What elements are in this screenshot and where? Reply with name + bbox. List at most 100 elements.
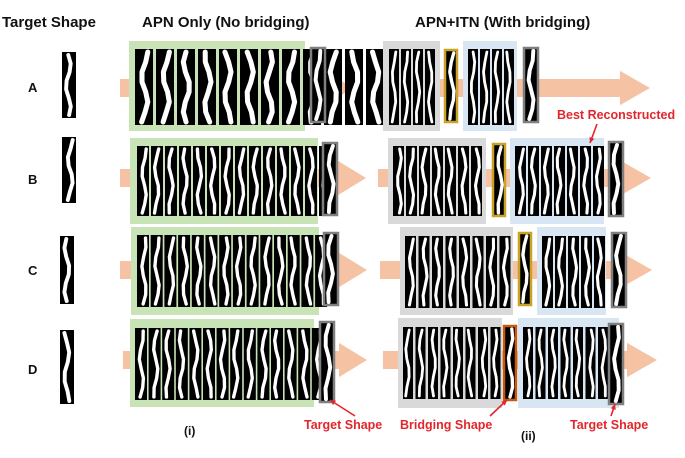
- post-bridge-step-d-5-shape: [574, 328, 581, 398]
- apn-step-a-7: [261, 49, 279, 125]
- pre-bridge-step-b-5-shape: [446, 147, 454, 215]
- apn-step-d-13-shape: [301, 329, 309, 399]
- apn-target-tile-d: [318, 320, 336, 404]
- pre-bridge-step-c-1-shape: [407, 237, 415, 307]
- pre-bridge-step-d-2-shape: [417, 328, 425, 398]
- apn-step-b-7-shape: [223, 147, 231, 215]
- best-reconstructed-label: Best Reconstructed: [557, 108, 676, 122]
- pre-bridge-step-c-5-shape: [461, 237, 469, 307]
- apn-step-d-7-shape: [218, 329, 227, 399]
- row-label-a: A: [28, 80, 38, 95]
- apn-step-c-12-shape: [289, 236, 297, 306]
- post-bridge-step-a-1-shape: [470, 50, 477, 124]
- row-label-c: C: [28, 263, 38, 278]
- apn-step-b-6-shape: [209, 147, 217, 215]
- apn-step-b-4-shape: [181, 147, 189, 215]
- apn-step-c-13-shape: [304, 236, 313, 306]
- pre-bridge-step-d-1-shape: [404, 328, 411, 398]
- pre-bridge-step-d-4-shape: [442, 328, 449, 398]
- post-bridge-step-c-4-shape: [584, 237, 591, 307]
- pre-bridge-step-c-3-shape: [434, 237, 441, 307]
- post-bridge-step-b-4-shape: [555, 147, 563, 215]
- pre-bridge-step-d-3-shape: [430, 328, 437, 398]
- apn-step-c-3-shape: [167, 236, 176, 306]
- pre-bridge-step-c-8-shape: [501, 237, 509, 307]
- apn-step-c-1-shape: [140, 236, 148, 306]
- pre-bridge-step-b-4-shape: [433, 147, 441, 215]
- post-bridge-step-d-7-shape: [600, 328, 607, 398]
- target-shape-left-arrow-head: [330, 400, 336, 406]
- apn-step-c-5-shape: [195, 236, 203, 306]
- row-label-b: B: [28, 172, 38, 187]
- pre-bridge-step-d-7-shape: [480, 328, 488, 398]
- apn-step-b-12-shape: [293, 147, 301, 215]
- apn-step-b-13-shape: [307, 147, 315, 215]
- target-shape-d-shape: [62, 331, 72, 403]
- pre-bridge-step-b-3-shape: [420, 147, 428, 215]
- apn-step-d-2-shape: [152, 329, 160, 399]
- apn-step-a-3-shape: [180, 49, 192, 125]
- apn-step-d-3-shape: [164, 329, 172, 399]
- pre-bridge-step-b-2-shape: [408, 147, 416, 215]
- apn-step-a-3: [177, 49, 195, 125]
- apn-step-d-8-shape: [231, 329, 240, 399]
- pre-bridge-step-b-1-shape: [396, 147, 403, 215]
- panel-ii-label: (ii): [521, 429, 536, 443]
- post-bridge-step-b-7: [593, 146, 604, 216]
- itn-target-tile-c-shape: [614, 234, 623, 306]
- post-bridge-step-d-3: [548, 327, 558, 399]
- apn-step-d-5-shape: [191, 329, 200, 399]
- apn-target-tile-c-shape: [326, 234, 335, 304]
- target-shape-c-shape: [62, 237, 72, 303]
- apn-step-a-2-shape: [160, 49, 172, 125]
- bridging-tile-b: [491, 142, 507, 218]
- panel-i-label: (i): [184, 424, 196, 438]
- target-shape-right-arrow-head: [610, 404, 616, 410]
- apn-step-a-7-shape: [263, 49, 275, 125]
- bridging-shape-label: Bridging Shape: [400, 418, 493, 432]
- apn-step-d-6-shape: [205, 329, 213, 399]
- target-shape-a: [62, 52, 76, 118]
- pre-bridge-step-d-8-shape: [492, 328, 499, 398]
- post-bridge-step-c-1-shape: [544, 237, 552, 307]
- pre-bridge-step-a-1-shape: [390, 50, 398, 124]
- apn-step-d-9-shape: [246, 329, 254, 399]
- apn-step-a-6-shape: [244, 49, 256, 125]
- target-shape-label-left: Target Shape: [304, 418, 383, 432]
- post-bridge-step-d-2-shape: [537, 328, 544, 398]
- apn-step-c-6-shape: [208, 236, 217, 306]
- post-bridge-step-b-3-shape: [542, 147, 550, 215]
- apn-step-a-8-shape: [285, 49, 298, 125]
- pre-bridge-step-d-3: [428, 327, 438, 399]
- pre-bridge-step-a-2-shape: [402, 50, 410, 124]
- pre-bridge-step-c-4: [445, 236, 457, 308]
- row-label-d: D: [28, 362, 38, 377]
- post-bridge-step-c-4: [581, 236, 592, 308]
- target-shape-label-right: Target Shape: [570, 418, 649, 432]
- bridging-tile-c-shape: [521, 234, 529, 304]
- itn-target-tile-b-shape: [611, 143, 621, 215]
- itn-target-tile-a-shape: [526, 49, 536, 121]
- post-bridge-step-a-4-shape: [505, 50, 512, 124]
- post-bridge-step-d-2: [535, 327, 546, 399]
- post-bridge-step-a-2-shape: [482, 50, 489, 124]
- post-bridge-step-a-3-shape: [493, 50, 500, 124]
- apn-target-tile-a-shape: [313, 49, 323, 121]
- post-bridge-step-d-4-shape: [562, 328, 569, 398]
- apn-step-c-8-shape: [234, 236, 243, 306]
- pre-bridge-step-d-8: [490, 327, 501, 399]
- apn-step-a-10-shape: [327, 49, 339, 125]
- post-bridge-step-b-7-shape: [594, 147, 602, 215]
- bridging-tile-a-shape: [448, 51, 456, 121]
- bridging-shape-arrow-head: [501, 400, 507, 406]
- apn-step-b-8-shape: [237, 147, 246, 215]
- post-bridge-step-b-6-shape: [582, 147, 590, 215]
- apn-step-d-4-shape: [177, 329, 186, 399]
- apn-target-tile-b: [321, 141, 339, 217]
- apn-itn-header: APN+ITN (With bridging): [415, 14, 591, 31]
- pre-bridge-step-d-5-shape: [454, 328, 461, 398]
- post-bridge-step-c-3: [568, 236, 579, 308]
- apn-step-d-2: [148, 328, 161, 400]
- pre-bridge-step-c-6-shape: [474, 237, 482, 307]
